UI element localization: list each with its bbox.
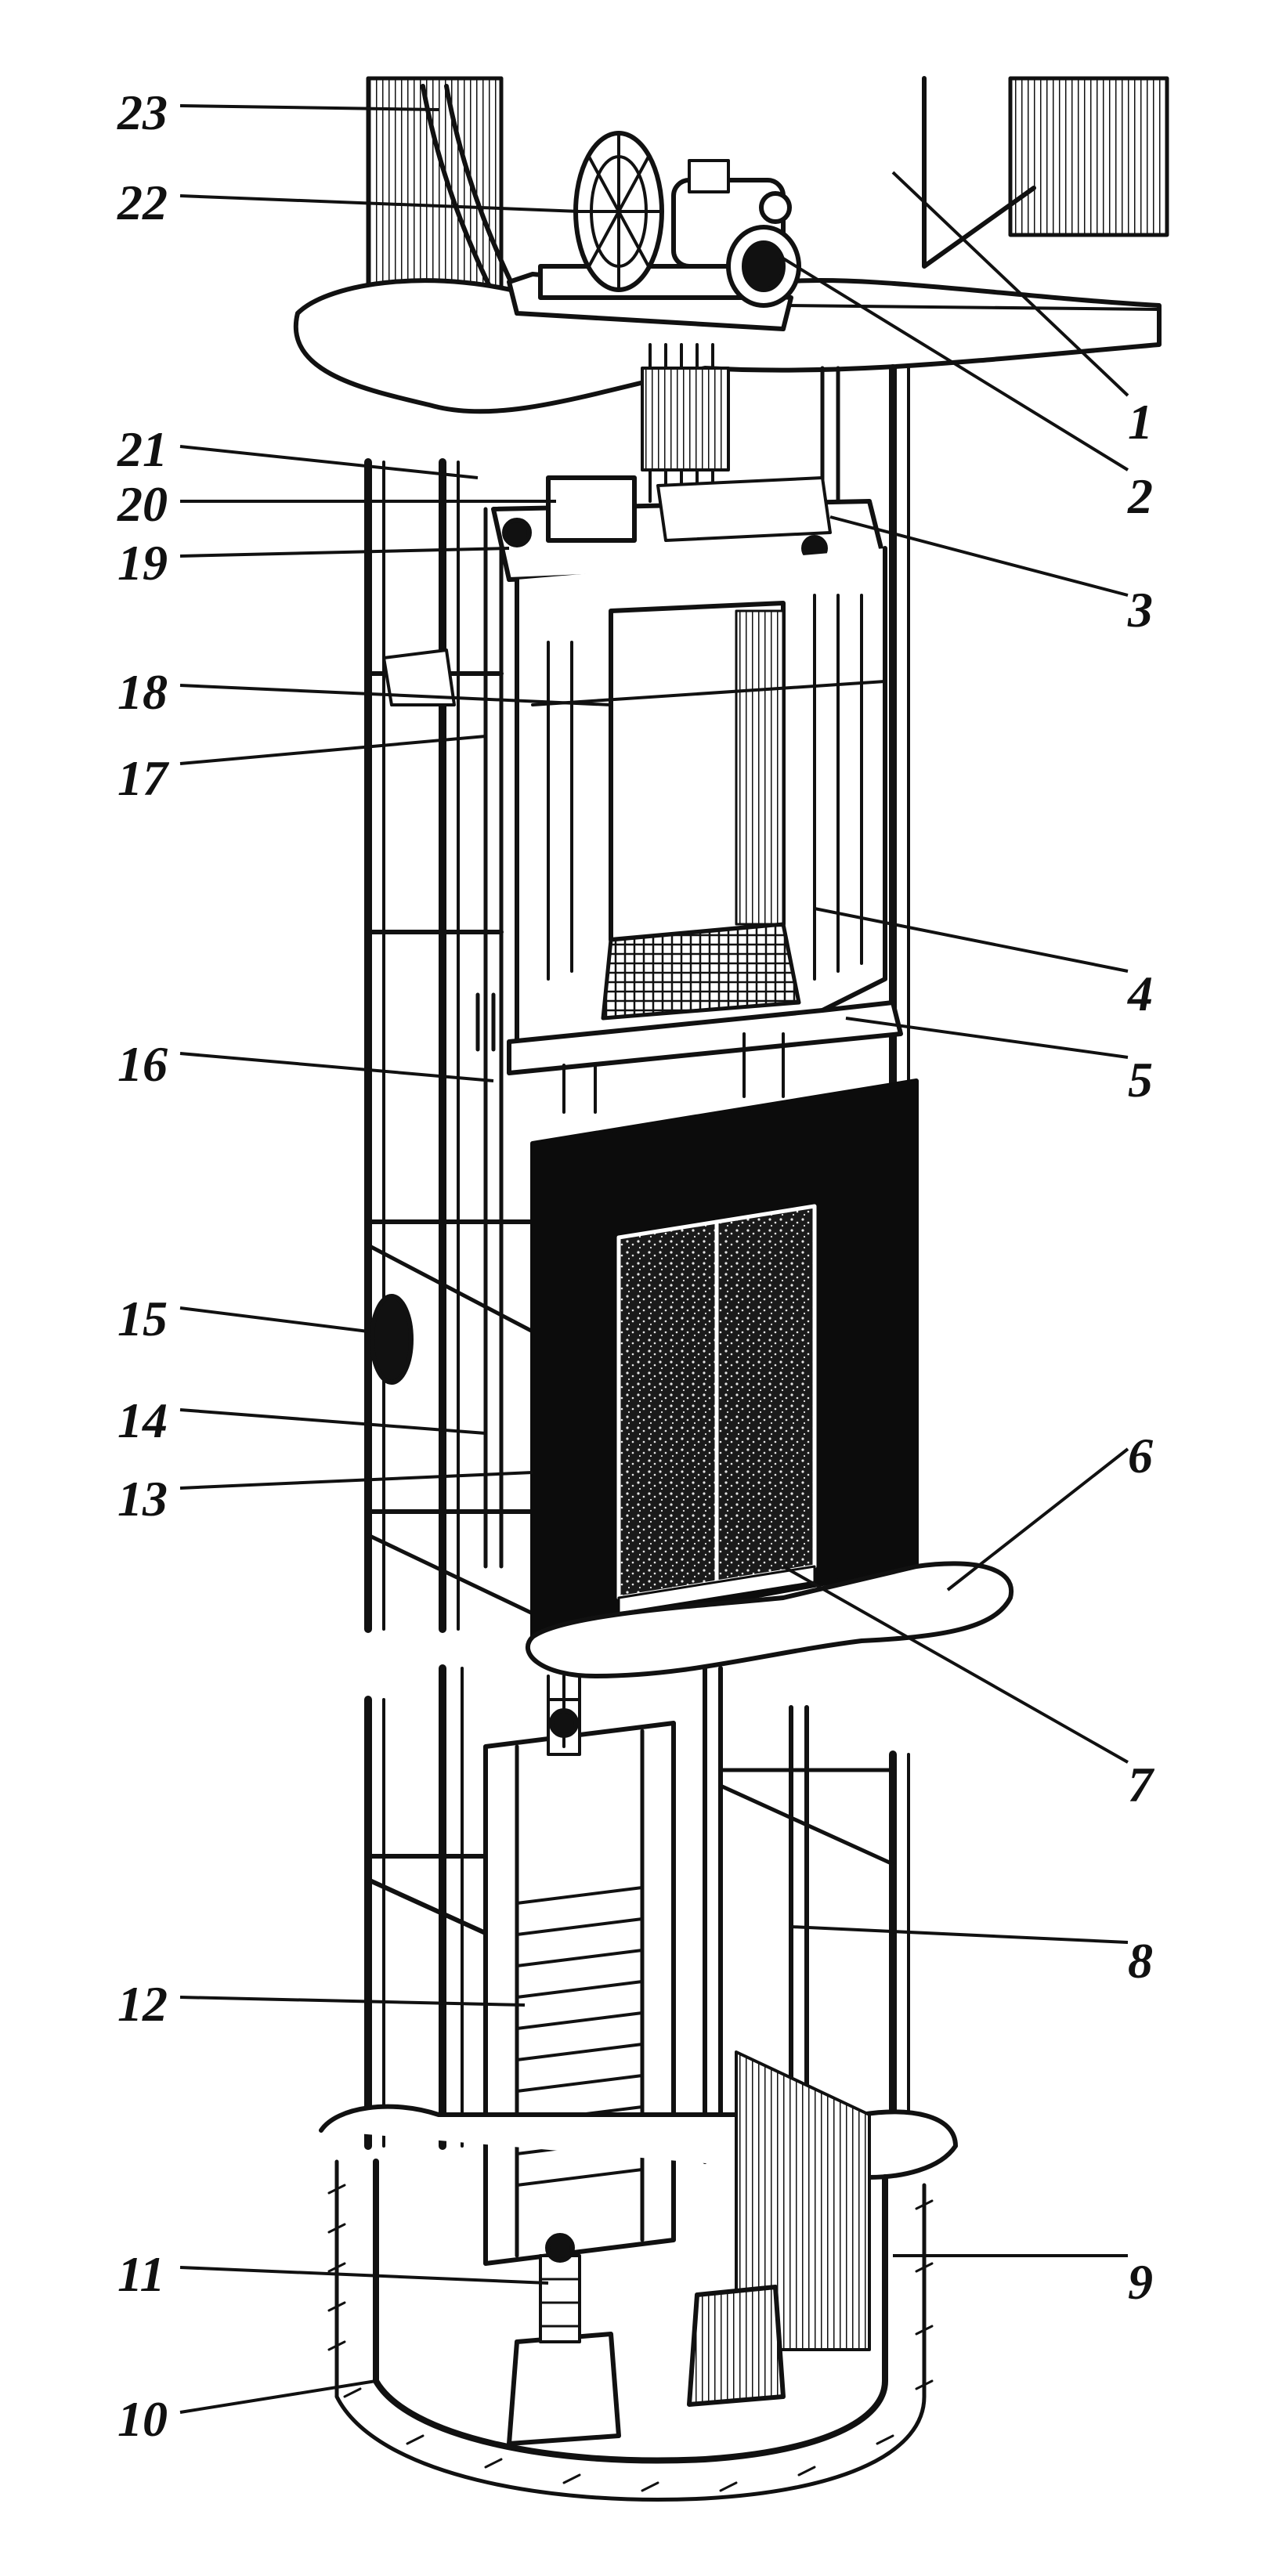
leader-line-8 [790,1925,1129,1944]
leader-line-10 [179,2379,377,2414]
winch-machine [507,131,801,331]
callout-label-8: 8 [1128,1933,1153,1989]
callout-label-1: 1 [1128,394,1153,450]
callout-label-17: 17 [117,750,170,806]
leader-line-15 [179,1306,369,1333]
hoist-ropes [641,343,730,503]
callout-label-15: 15 [117,1291,168,1346]
leader-line-4 [814,907,1129,973]
callout-label-2: 2 [1127,468,1153,524]
car-cabin [491,475,903,1114]
callout-label-20: 20 [117,476,168,532]
leader-line-5 [845,1017,1129,1059]
pit [319,2050,958,2502]
leader-line-3 [829,515,1129,597]
callout-label-19: 19 [117,535,168,591]
callout-label-23: 23 [117,85,168,140]
callout-label-3: 3 [1127,582,1153,638]
callout-label-5: 5 [1128,1052,1153,1107]
callout-label-18: 18 [117,664,168,720]
leader-line-21 [179,445,479,479]
callout-label-14: 14 [117,1393,168,1448]
leader-line-17 [179,735,486,765]
callout-label-22: 22 [117,175,168,230]
leader-line-6 [946,1447,1129,1591]
callout-label-10: 10 [117,2391,168,2447]
leader-line-18 [179,684,612,706]
callout-label-11: 11 [117,2246,164,2302]
callout-leaders [179,104,1129,2414]
leader-line-12 [179,1996,526,2007]
leader-line-14 [179,1408,486,1435]
leader-line-11 [179,2266,549,2285]
callout-label-7: 7 [1128,1757,1155,1812]
leader-line-2 [782,257,1129,471]
leader-line-16 [179,1052,494,1082]
callout-label-4: 4 [1127,966,1153,1021]
leader-line-13 [179,1471,533,1490]
callout-label-13: 13 [117,1471,168,1526]
leader-line-1 [891,171,1129,397]
leader-line-22 [179,194,580,213]
landing-door [526,1078,1014,1678]
misc-details [370,649,496,1385]
callout-label-21: 21 [117,421,168,477]
leader-line-7 [782,1565,1129,1764]
callout-label-6: 6 [1128,1428,1153,1483]
machine-room [293,76,1169,414]
callout-label-16: 16 [117,1036,168,1092]
leader-line-23 [179,104,439,111]
leader-line-19 [179,547,510,558]
callout-label-12: 12 [117,1976,168,2032]
callout-label-9: 9 [1128,2254,1153,2310]
